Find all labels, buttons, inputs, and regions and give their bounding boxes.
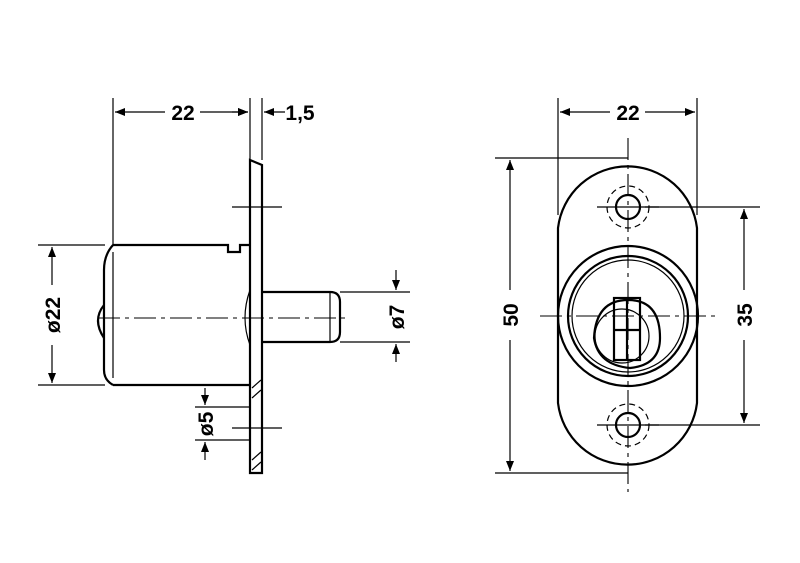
hole-spacing-dimension: 35: [645, 206, 760, 426]
hole-spacing-label: 35: [734, 303, 757, 327]
body-diameter-dimension: ø22: [38, 244, 105, 386]
pin-diameter-dimension: ø7: [340, 270, 410, 362]
escutcheon-outline: [556, 165, 699, 466]
front-width-dimension: 22: [557, 98, 698, 215]
body-length-dimension: 22: [112, 98, 251, 245]
side-view: 22 1,5: [38, 98, 410, 475]
front-height-dimension: 50: [495, 157, 628, 474]
hole-diameter-dimension: ø5: [195, 388, 250, 460]
flange-thickness-label: 1,5: [285, 102, 315, 125]
body-length-label: 22: [171, 102, 194, 125]
front-view: 22: [495, 98, 760, 492]
body-diameter-label: ø22: [42, 297, 65, 333]
cylinder-body: [96, 243, 251, 387]
front-height-label: 50: [500, 303, 523, 326]
keyway-icon: [592, 296, 662, 370]
pin-diameter-label: ø7: [386, 305, 409, 330]
front-width-label: 22: [616, 102, 639, 125]
pin: [262, 290, 342, 344]
flange-plate: [232, 158, 282, 475]
flange-thickness-dimension: 1,5: [232, 98, 315, 160]
hole-diameter-label: ø5: [195, 411, 218, 436]
cylinder-face: [556, 244, 700, 388]
